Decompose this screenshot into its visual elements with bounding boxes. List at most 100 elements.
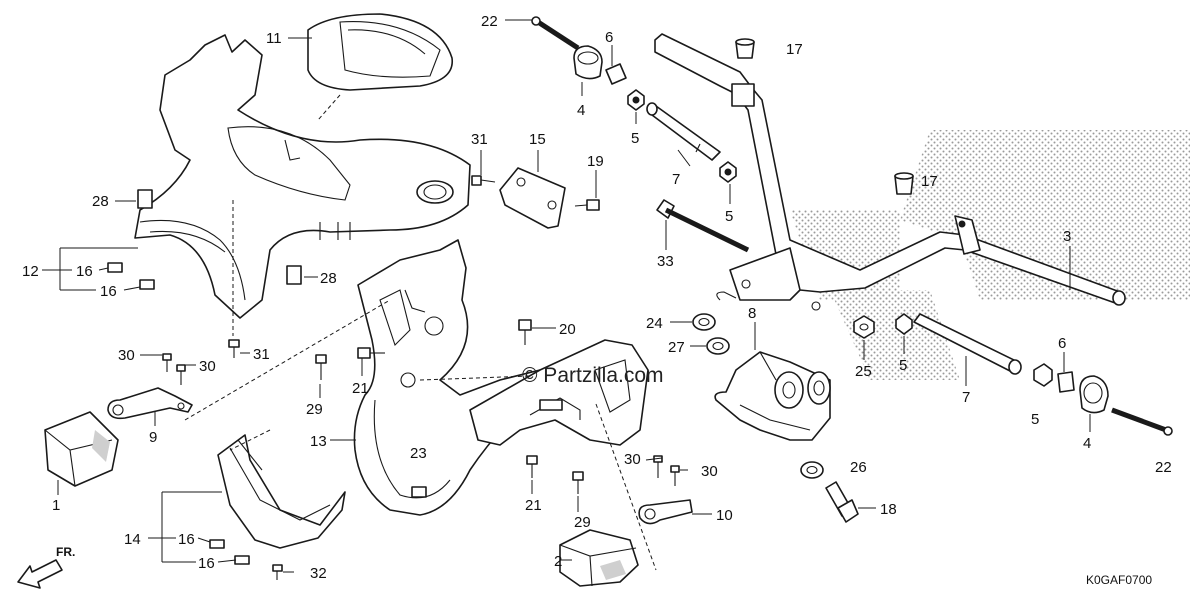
clip-part	[286, 265, 302, 285]
nut-part	[719, 161, 737, 183]
under-cover-part	[217, 434, 346, 549]
callout-32: 32	[310, 565, 327, 582]
callout-16: 16	[178, 531, 195, 548]
shaft-part	[646, 102, 721, 161]
callout-13: 13	[310, 433, 327, 450]
callout-3: 3	[1063, 228, 1071, 245]
callout-19: 19	[587, 153, 604, 170]
callout-23: 23	[410, 445, 427, 462]
callout-16: 16	[100, 283, 117, 300]
handlebar-part	[654, 33, 1126, 311]
callout-30: 30	[624, 451, 641, 468]
callout-17: 17	[786, 41, 803, 58]
screw-part	[272, 564, 283, 580]
clip-part	[137, 189, 153, 209]
callout-17: 17	[921, 173, 938, 190]
diagram-code: K0GAF0700	[1086, 573, 1152, 587]
callout-14: 14	[124, 531, 141, 548]
callout-15: 15	[529, 131, 546, 148]
assembly-line	[317, 94, 341, 121]
nut-part	[895, 313, 913, 335]
pad-part	[139, 279, 155, 290]
callout-5: 5	[1031, 411, 1039, 428]
callout-22: 22	[1155, 459, 1172, 476]
callout-5: 5	[631, 130, 639, 147]
screw-part	[574, 199, 600, 211]
holder-part	[714, 351, 831, 441]
callout-24: 24	[646, 315, 663, 332]
callout-26: 26	[850, 459, 867, 476]
screw-part	[471, 175, 496, 186]
callout-16: 16	[198, 555, 215, 572]
cap-part	[735, 38, 755, 59]
callout-29: 29	[306, 401, 323, 418]
plate-part	[499, 167, 566, 229]
switch-housing-part	[559, 529, 639, 587]
meter-cover-part	[307, 13, 453, 91]
callout-30: 30	[199, 358, 216, 375]
callout-25: 25	[855, 363, 872, 380]
callout-22: 22	[481, 13, 498, 30]
collar-part	[1057, 371, 1075, 393]
callout-33: 33	[657, 253, 674, 270]
callout-28: 28	[320, 270, 337, 287]
callout-6: 6	[605, 29, 613, 46]
holder-part	[469, 339, 649, 446]
bolt-part	[825, 481, 859, 523]
callout-20: 20	[559, 321, 576, 338]
callout-29: 29	[574, 514, 591, 531]
washer-part	[800, 461, 824, 479]
callout-30: 30	[118, 347, 135, 364]
callout-21: 21	[525, 497, 542, 514]
callout-28: 28	[92, 193, 109, 210]
washer-part	[692, 313, 716, 331]
front-direction-arrow-icon	[17, 559, 63, 589]
callout-5: 5	[725, 208, 733, 225]
shading-region	[830, 290, 960, 380]
bolt-part	[656, 199, 750, 253]
callout-7: 7	[962, 389, 970, 406]
callout-5: 5	[899, 357, 907, 374]
bolt-part	[518, 319, 532, 345]
callout-27: 27	[668, 339, 685, 356]
callout-4: 4	[577, 102, 585, 119]
rubber-mount-part	[573, 45, 603, 80]
nut-part	[1033, 363, 1053, 387]
watermark: © Partzilla.com	[522, 364, 664, 387]
screw-part	[228, 339, 240, 358]
washer-part	[706, 337, 730, 355]
callout-31: 31	[253, 346, 270, 363]
callout-9: 9	[149, 429, 157, 446]
callout-16: 16	[76, 263, 93, 280]
assembly-line	[419, 375, 531, 381]
cap-part	[894, 172, 914, 195]
callout-7: 7	[672, 171, 680, 188]
screw-part	[653, 455, 680, 486]
pad-part	[107, 262, 123, 273]
callout-8: 8	[748, 305, 756, 322]
callout-21: 21	[352, 380, 369, 397]
callout-labels: 22 6 17 11 4 5 31 15 19 7 5 17 28 33 3 1…	[22, 13, 1172, 582]
switch-housing-part	[44, 411, 119, 487]
collar-part	[605, 63, 627, 85]
bolt-part	[1111, 407, 1173, 436]
rubber-mount-part	[1079, 375, 1109, 414]
callout-30: 30	[701, 463, 718, 480]
bracket-part	[638, 499, 693, 525]
assembly-line	[184, 299, 391, 421]
callout-11: 11	[266, 30, 282, 47]
shaft-part	[913, 313, 1022, 375]
assembly-line	[595, 403, 657, 571]
front-direction-label: FR.	[56, 545, 75, 559]
nut-part	[853, 315, 875, 339]
shading-region	[900, 130, 1190, 300]
rear-cover-part	[353, 239, 561, 516]
callout-2: 2	[554, 553, 562, 570]
pad-part	[209, 539, 225, 549]
assembly-line	[229, 429, 271, 451]
pad-part	[234, 555, 250, 565]
bolt-part	[531, 16, 580, 51]
callout-1: 1	[52, 497, 60, 514]
bolt-part	[526, 455, 538, 478]
